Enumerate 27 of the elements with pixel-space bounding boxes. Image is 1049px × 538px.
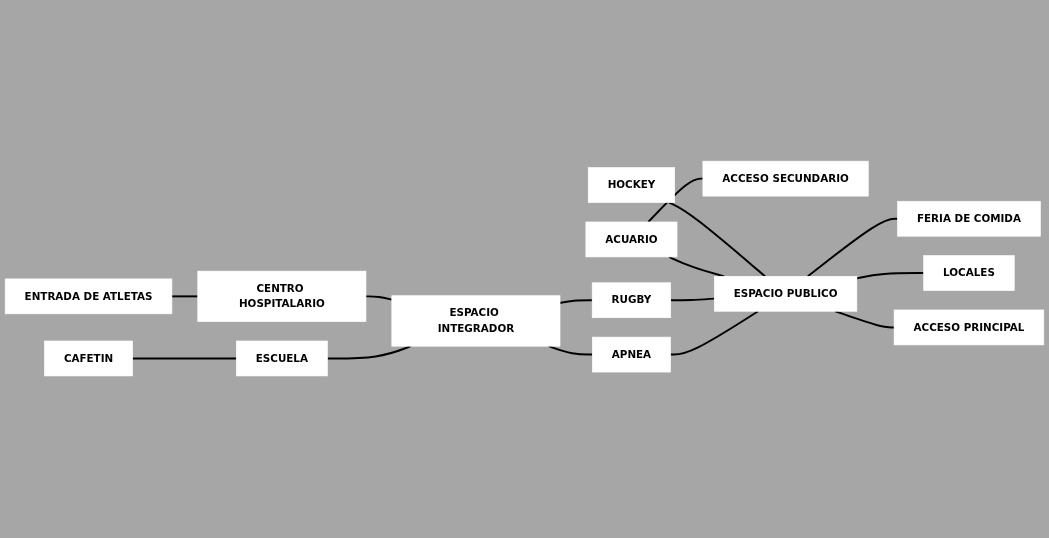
connector <box>855 272 925 280</box>
node-box: ACCESO SECUNDARIO <box>702 161 869 197</box>
node-box: ACUARIO <box>585 222 678 258</box>
connector <box>668 256 726 278</box>
node-box: ESCUELA <box>236 341 328 377</box>
node-box: ENTRADA DE ATLETAS <box>4 279 173 315</box>
connector <box>170 295 199 298</box>
connector <box>326 345 412 360</box>
connector <box>834 310 896 329</box>
connector <box>364 295 393 302</box>
node-box: ESPACIO INTEGRADOR <box>391 295 561 347</box>
node-box: APNEA <box>592 337 671 373</box>
connector <box>669 310 760 356</box>
node-box: ESPACIO PUBLICO <box>713 276 858 312</box>
node-box: HOCKEY <box>587 167 675 204</box>
node-box: RUGBY <box>591 282 672 319</box>
connector <box>131 357 238 360</box>
node-box: LOCALES <box>923 255 1015 292</box>
node-box: FERIA DE COMIDA <box>897 201 1041 237</box>
connector <box>806 218 899 278</box>
node-box: ACCESO PRINCIPAL <box>893 310 1045 346</box>
node-box: CENTRO HOSPITALARIO <box>197 271 367 323</box>
connector <box>668 202 767 278</box>
connector <box>647 178 704 224</box>
node-box: CAFETIN <box>44 341 133 377</box>
connector <box>669 298 716 302</box>
connector <box>559 299 594 305</box>
